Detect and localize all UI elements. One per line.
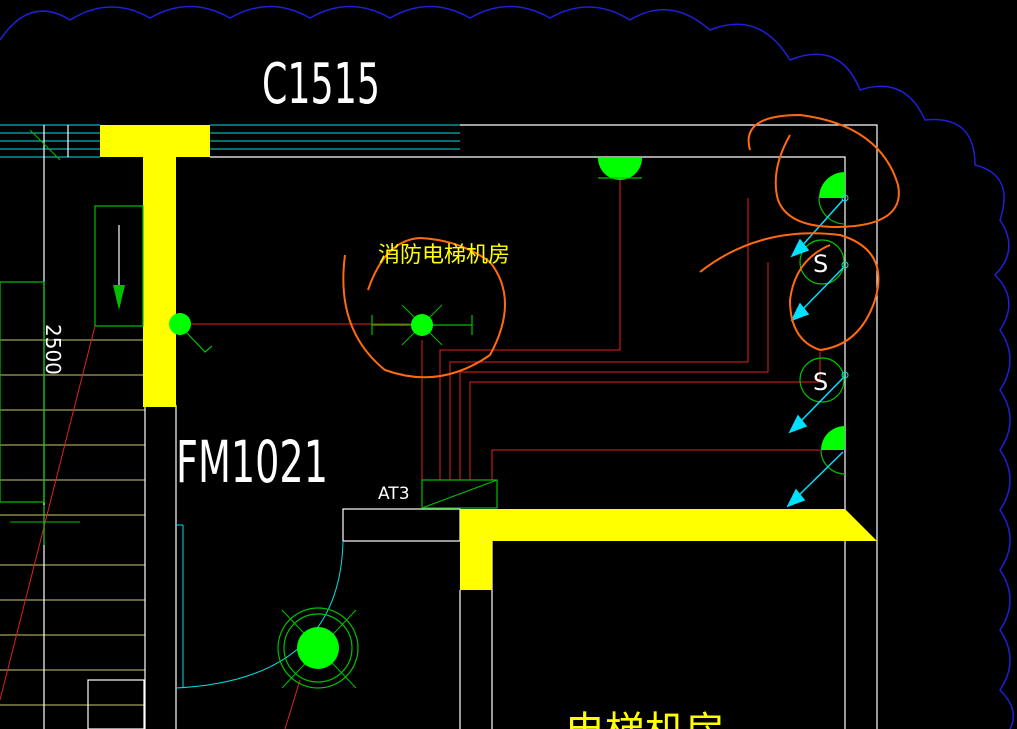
ceiling-half-light[interactable]: [598, 158, 642, 180]
switch-s-top[interactable]: S: [799, 239, 849, 285]
window-hatch-left: [0, 124, 100, 158]
window-tag: C1515: [262, 52, 380, 117]
window-hatch-c1515: [210, 124, 460, 158]
revision-cloud: [0, 5, 1015, 729]
wiring: [0, 175, 821, 729]
dimension-text: 2500: [41, 324, 65, 375]
markup-annotations: [342, 113, 900, 379]
wall-fixture-left[interactable]: [169, 313, 213, 353]
room-name: 消防电梯机房: [378, 243, 510, 268]
stair-marker: [10, 129, 80, 545]
distribution-panel-at3[interactable]: AT3: [378, 479, 498, 509]
bottom-room-partial: 电梯机房: [565, 709, 725, 729]
wall-light-bottom[interactable]: [820, 426, 846, 475]
door-tag: FM1021: [176, 428, 328, 496]
leader-arrows: [786, 199, 844, 508]
wall-light-top[interactable]: [818, 172, 849, 225]
wall-outlines: [0, 124, 878, 729]
elevator-symbol: [94, 205, 144, 327]
large-light-fixture[interactable]: [277, 607, 359, 689]
switch-s-bottom[interactable]: S: [799, 357, 849, 403]
panel-tag: AT3: [378, 484, 410, 504]
stair-lines: [0, 339, 145, 706]
switch-label: S: [813, 250, 828, 278]
walls: [100, 125, 877, 590]
switch-label-2: S: [813, 368, 828, 396]
light-fixture[interactable]: [371, 304, 473, 346]
